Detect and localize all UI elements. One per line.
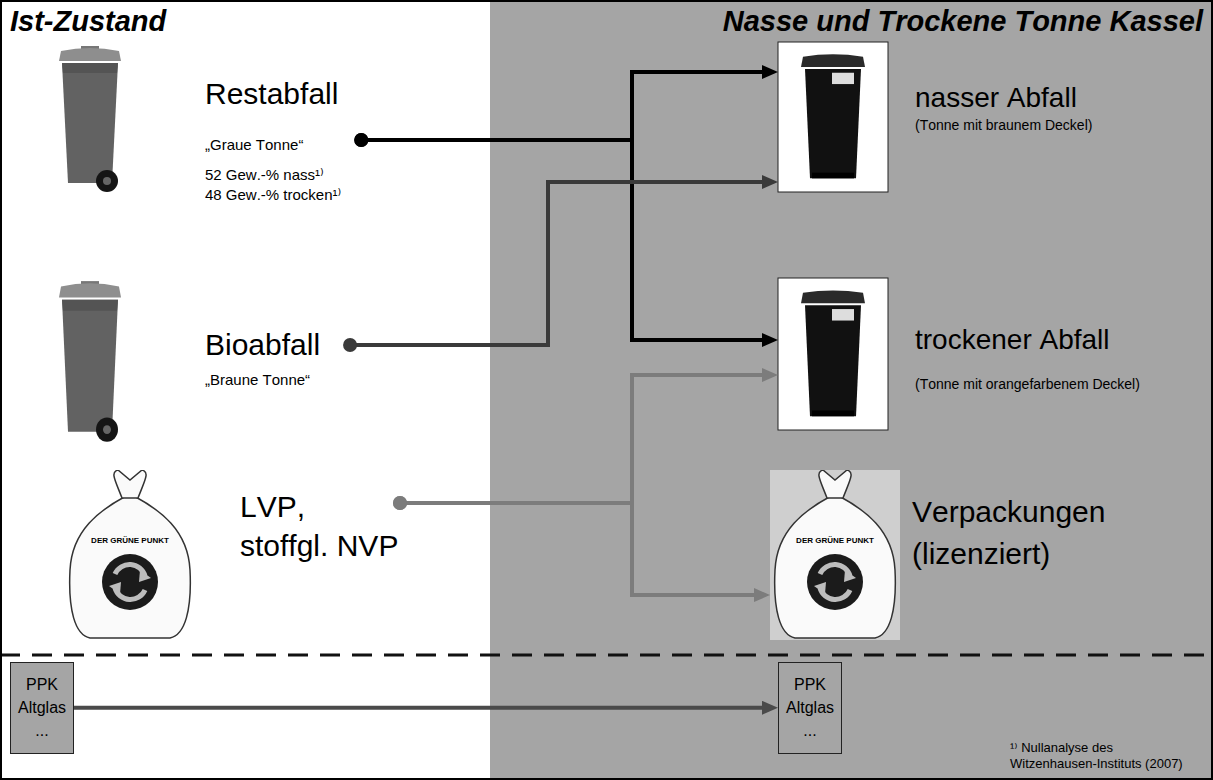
waste-stream: LVP, stoffgl. NVP (60, 470, 400, 640)
stream-name: Verpackungen (lizenziert) (912, 491, 1117, 575)
panel-heading: Ist-Zustand (0, 0, 490, 43)
stream-note: (Tonne mit braunem Deckel) (915, 117, 1092, 133)
stream-name: Restabfall (205, 77, 341, 112)
dry-bin-picture (801, 290, 865, 416)
right-panel-ground (490, 0, 1213, 780)
left-panel-ground (0, 0, 490, 780)
waste-stream: Verpackungen (lizenziert) (770, 470, 1117, 640)
label-holder: DER GRÜNE PUNKT (91, 536, 169, 546)
brown-bin-picture (59, 281, 121, 442)
flow-arrow (361, 140, 768, 340)
packaging-bag-picture (775, 470, 896, 638)
connector-dot (354, 133, 368, 147)
stream-note: 48 Gew.-% trocken¹⁾ (205, 186, 341, 203)
region-panel: Nasse und Trockene Tonne Kasselnasser Ab… (490, 0, 1213, 780)
stream-name: trockener Abfall (915, 324, 1140, 356)
logo-text: DER GRÜNE PUNKT (796, 536, 874, 546)
box-label: PPK Altglas ... (18, 673, 66, 743)
flow-arrow (400, 375, 768, 503)
logo-text: DER GRÜNE PUNKT (91, 536, 169, 546)
stream-name: LVP, stoffgl. NVP (240, 487, 400, 565)
bin-frame (778, 278, 888, 430)
flow-arrow (400, 503, 760, 595)
region-panel: Ist-ZustandRestabfall „Graue Tonne“ 52 Gew… (0, 0, 490, 780)
stream-name: Bioabfall (205, 328, 320, 363)
yellow-bag-picture (70, 470, 191, 638)
label-holder: DER GRÜNE PUNKT (796, 536, 874, 546)
waste-stream: Bioabfall „Braune Tonne“ (55, 280, 350, 445)
stream-note: „Braune Tonne“ (205, 371, 320, 388)
process-box: PPK Altglas ... (10, 662, 74, 754)
connector-dot (354, 133, 368, 147)
grey-bin-picture (59, 46, 121, 192)
stream-note: (Tonne mit orangefarbenem Deckel) (915, 376, 1140, 392)
wet-bin-picture (801, 54, 865, 178)
stream-note: „Graue Tonne“ (205, 136, 341, 153)
flow-arrow (74, 706, 768, 710)
footnote: ¹⁾ Nullanalyse des Witzenhausen-Institut… (1010, 740, 1190, 771)
process-box: PPK Altglas ... (778, 662, 842, 754)
waste-stream: Restabfall „Graue Tonne“ 52 Gew.-% nass¹⁾ 4… (55, 45, 361, 203)
box-label: PPK Altglas ... (786, 673, 834, 743)
flow-arrow (350, 182, 768, 345)
connector-dot (393, 496, 407, 510)
connector-dot (393, 496, 407, 510)
label-holder: ¹⁾ Nullanalyse des Witzenhausen-Institut… (1010, 740, 1190, 771)
waste-stream: nasser Abfall (Tonne mit braunem Deckel) (778, 42, 1102, 192)
waste-stream: trockener Abfall (Tonne mit orangefarbene… (778, 278, 1150, 430)
stream-name: nasser Abfall (915, 82, 1092, 114)
bin-frame (778, 42, 888, 192)
dashed-divider (0, 654, 1213, 657)
panel-heading: Nasse und Trockene Tonne Kassel (490, 0, 1213, 43)
connector-dot (343, 338, 357, 352)
stream-note: 52 Gew.-% nass¹⁾ (205, 166, 341, 183)
bag-ground (770, 470, 900, 640)
flow-arrow (361, 72, 768, 140)
